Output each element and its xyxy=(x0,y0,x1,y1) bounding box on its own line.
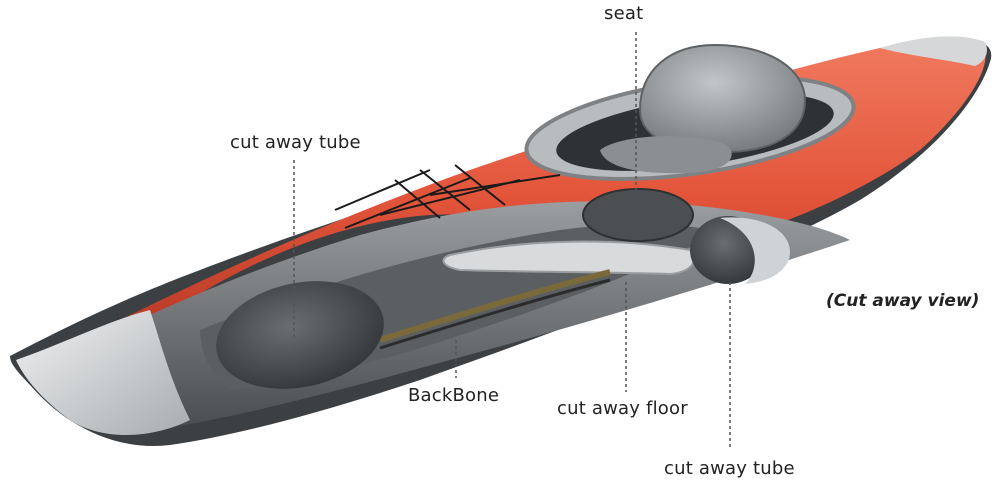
label-seat: seat xyxy=(604,3,644,24)
backbone-rail xyxy=(379,269,611,343)
cut-away-view-note: (Cut away view) xyxy=(826,291,980,311)
leader-lines xyxy=(293,32,731,450)
seat-base xyxy=(600,136,732,174)
seat-back xyxy=(638,43,807,154)
cutaway-tube-left xyxy=(216,281,384,389)
label-cut-away-floor: cut away floor xyxy=(557,398,688,419)
label-backbone: BackBone xyxy=(408,385,500,406)
stern-tip xyxy=(880,36,987,66)
cutaway-floor xyxy=(442,240,695,276)
tube-right-sleeve xyxy=(720,217,790,284)
label-cut-away-tube-left: cut away tube xyxy=(230,132,361,153)
bow-fabric xyxy=(16,310,190,435)
deck-bungee-cords xyxy=(334,164,561,229)
label-cut-away-tube-right: cut away tube xyxy=(664,458,795,479)
floor-section xyxy=(582,188,694,242)
backbone-shadow xyxy=(379,278,611,350)
